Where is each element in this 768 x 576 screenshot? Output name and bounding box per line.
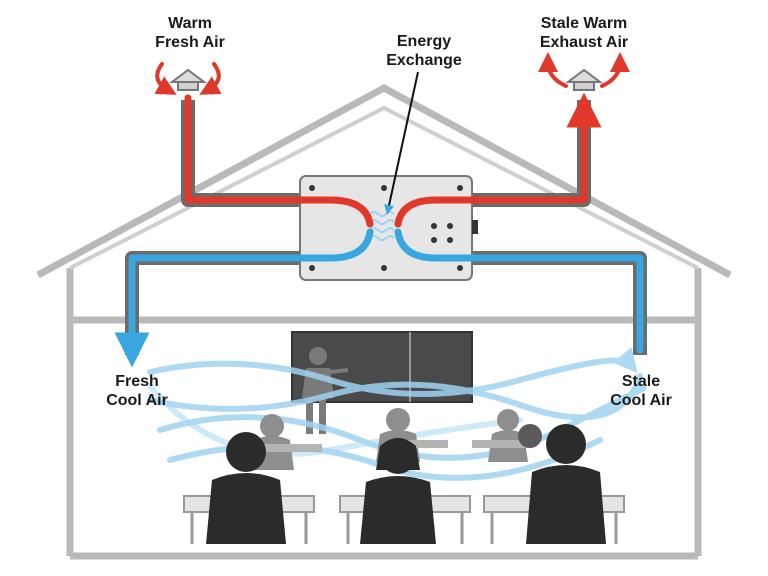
intake-curl-left [154,62,177,95]
roof-outline [36,84,732,279]
label-energy-exchange: Energy Exchange [386,33,462,69]
roof-vent-icon [565,68,603,91]
intake-curl-right [199,62,222,95]
label-warm-fresh-air: Warm Fresh Air [155,15,225,51]
student-head [226,432,266,472]
warm-air-flow [154,52,630,228]
exhaust-curl-left [538,52,568,88]
roof-vent-icon [169,68,207,91]
cool-air-flow [114,228,644,368]
house [36,84,732,560]
exchange-core [369,211,395,241]
exhaust-warm-arrow [394,92,602,228]
exhaust-curl-right [600,52,630,88]
desk [472,440,532,448]
erv-unit [299,175,478,281]
student-head [386,408,410,432]
return-cool-arrow [394,228,644,354]
student-head [518,424,542,448]
label-stale-cool-air: Stale Cool Air [610,373,672,409]
label-fresh-cool-air: Fresh Cool Air [106,373,168,409]
desk [388,440,448,448]
desk [262,444,322,452]
supply-duct-casing [125,251,300,355]
exchange-pointer-arrow [384,71,419,215]
label-stale-warm-exhaust-air: Stale Warm Exhaust Air [539,15,629,51]
students [183,408,625,544]
supply-cool-arrow [114,228,374,368]
student-head [546,424,586,464]
student-head [497,409,519,431]
intake-warm-arrow [184,94,374,228]
inner-roof [69,105,699,270]
return-duct-casing [470,251,647,355]
student-head [260,414,284,438]
